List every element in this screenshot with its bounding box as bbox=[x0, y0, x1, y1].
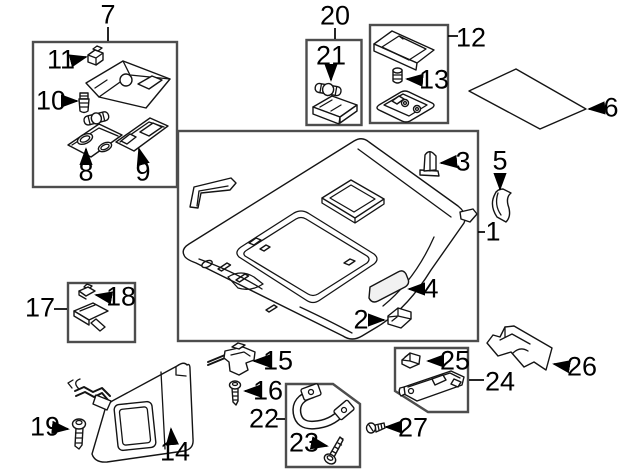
callout-19[interactable]: 19 bbox=[29, 411, 61, 442]
callout-21[interactable]: 21 bbox=[315, 40, 347, 71]
arrow-3 bbox=[439, 154, 458, 169]
part-25-clip-drawing bbox=[401, 352, 421, 369]
callout-22[interactable]: 22 bbox=[248, 403, 280, 434]
callout-15[interactable]: 15 bbox=[262, 345, 294, 376]
callout-6[interactable]: 6 bbox=[603, 92, 619, 123]
part-10-bulb-socket-drawing bbox=[78, 92, 90, 114]
callout-9[interactable]: 9 bbox=[135, 156, 151, 187]
arrow-14 bbox=[165, 427, 179, 446]
part-20-lamp-housing-drawing bbox=[312, 95, 358, 125]
callout-26[interactable]: 26 bbox=[566, 351, 598, 382]
part-26-roof-bracket-drawing bbox=[486, 325, 553, 371]
arrow-13 bbox=[405, 73, 424, 87]
callout-16[interactable]: 16 bbox=[252, 375, 284, 406]
callout-5[interactable]: 5 bbox=[492, 145, 508, 176]
part-24-bracket-rail-drawing bbox=[398, 370, 465, 402]
box-dome-lamp-12 bbox=[368, 23, 450, 125]
festoon-bulb-drawing bbox=[83, 111, 110, 126]
lamp-lens-drawing bbox=[376, 90, 435, 123]
arrow-23 bbox=[309, 436, 329, 450]
callout-pointers bbox=[51, 27, 606, 450]
callout-11[interactable]: 11 bbox=[46, 44, 76, 75]
part-15-visor-clip-drawing bbox=[207, 342, 256, 376]
callout-2[interactable]: 2 bbox=[353, 304, 369, 335]
part-17-clip-drawing bbox=[73, 302, 109, 332]
part-6-shade-panel-drawing bbox=[468, 68, 587, 130]
box-lamp-20 bbox=[305, 38, 363, 127]
box-overhead-console bbox=[31, 40, 179, 189]
part-9-lens-plate-drawing bbox=[115, 117, 169, 152]
arrow-26 bbox=[552, 360, 572, 374]
callout-12[interactable]: 12 bbox=[455, 22, 487, 53]
callout-25[interactable]: 25 bbox=[439, 345, 471, 376]
part-13-bulb-drawing bbox=[392, 67, 403, 84]
part-12-dome-lamp-drawing bbox=[373, 30, 435, 71]
part-21-festoon-bulb-drawing bbox=[314, 82, 342, 97]
part-19-screw-drawing bbox=[71, 418, 87, 450]
arrow-9 bbox=[136, 147, 150, 167]
arrow-19 bbox=[51, 420, 70, 435]
part-18-clip-drawing bbox=[78, 283, 96, 300]
part-7-console-drawing bbox=[85, 60, 171, 109]
part-2-retainer-clip-drawing bbox=[387, 307, 412, 329]
callout-7[interactable]: 7 bbox=[100, 0, 116, 30]
callout-18[interactable]: 18 bbox=[105, 281, 137, 312]
part-8-lens-plate-drawing bbox=[67, 123, 123, 158]
callout-14[interactable]: 14 bbox=[159, 436, 191, 467]
callout-17[interactable]: 17 bbox=[24, 292, 56, 323]
arrow-18 bbox=[94, 291, 114, 305]
callout-4[interactable]: 4 bbox=[423, 273, 439, 304]
callout-20[interactable]: 20 bbox=[319, 0, 351, 31]
box-bracket-24 bbox=[393, 346, 470, 414]
box-headliner-1 bbox=[176, 129, 480, 343]
part-23-screw-drawing bbox=[323, 436, 344, 465]
part-11-retainer-drawing bbox=[87, 45, 104, 66]
group-boxes bbox=[31, 23, 480, 469]
arrow-11 bbox=[68, 54, 88, 68]
callout-27[interactable]: 27 bbox=[397, 412, 429, 443]
callout-13[interactable]: 13 bbox=[418, 64, 450, 95]
box-grab-handle-22 bbox=[284, 382, 362, 469]
arrow-6 bbox=[587, 101, 606, 115]
callout-10[interactable]: 10 bbox=[35, 85, 67, 116]
part-5-molded-strip-drawing bbox=[491, 188, 512, 223]
callout-1[interactable]: 1 bbox=[485, 216, 501, 247]
part-27-screw-drawing bbox=[365, 422, 386, 434]
callout-8[interactable]: 8 bbox=[78, 156, 94, 187]
part-16-screw-drawing bbox=[228, 380, 242, 406]
callout-23[interactable]: 23 bbox=[288, 427, 320, 458]
callout-3[interactable]: 3 bbox=[455, 146, 471, 177]
callout-24[interactable]: 24 bbox=[484, 366, 516, 397]
box-clip-17 bbox=[66, 281, 137, 344]
part-3-pillar-clip-drawing bbox=[419, 151, 440, 177]
part-22-grab-handle-drawing bbox=[292, 383, 355, 430]
